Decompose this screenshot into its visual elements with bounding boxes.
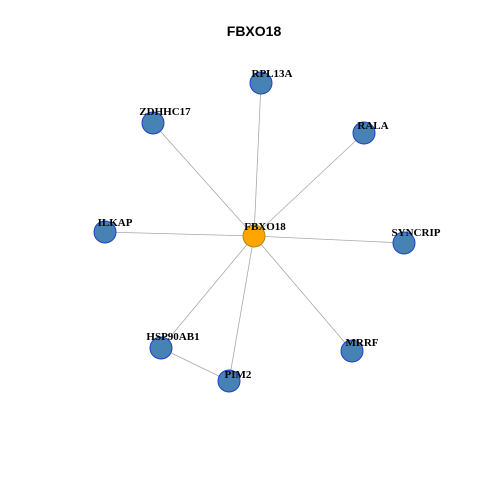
- node-zdhhc17: [141, 111, 165, 135]
- node-fbxo18: [242, 224, 266, 248]
- node-label-mrrf: MRRF: [346, 337, 379, 349]
- node-syncrip: [392, 231, 416, 255]
- node-label-zdhhc17: ZDHHC17: [139, 106, 191, 118]
- node-label-pim2: PIM2: [225, 369, 252, 381]
- edge-hsp90ab1-pim2: [160, 347, 230, 382]
- edges-layer: [104, 82, 405, 382]
- edge-fbxo18-rala: [253, 132, 365, 237]
- node-label-fbxo18: FBXO18: [244, 221, 286, 233]
- edge-fbxo18-mrrf: [253, 235, 353, 352]
- node-ilkap: [93, 220, 117, 244]
- node-mrrf: [340, 339, 364, 363]
- node-label-ilkap: ILKAP: [98, 217, 133, 229]
- edge-fbxo18-zdhhc17: [152, 122, 255, 237]
- nodes-layer: [93, 71, 416, 393]
- node-label-hsp90ab1: HSP90AB1: [146, 331, 199, 343]
- node-label-syncrip: SYNCRIP: [392, 227, 441, 239]
- node-label-rala: RALA: [357, 120, 388, 132]
- edge-fbxo18-pim2: [228, 235, 255, 382]
- edge-fbxo18-syncrip: [253, 235, 405, 244]
- diagram-title: FBXO18: [227, 23, 282, 39]
- node-hsp90ab1: [149, 336, 173, 360]
- node-pim2: [217, 369, 241, 393]
- node-rpl13a: [249, 71, 273, 95]
- node-rala: [352, 121, 376, 145]
- edge-fbxo18-hsp90ab1: [160, 235, 255, 349]
- node-label-rpl13a: RPL13A: [252, 68, 293, 80]
- edge-fbxo18-rpl13a: [253, 82, 262, 237]
- edge-fbxo18-ilkap: [104, 231, 255, 237]
